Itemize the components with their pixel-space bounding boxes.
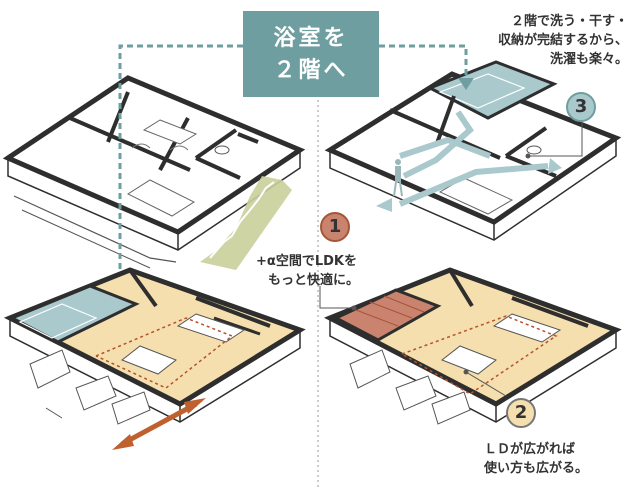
title-box: 浴室を ２階へ (243, 11, 379, 97)
callout-3-line-3: 洗濯も楽々。 (549, 52, 628, 67)
bath-connector-left (118, 44, 243, 308)
bath-connector-arrowhead (458, 78, 474, 90)
callout-3-line-2: 収納が完結するから、 (497, 33, 628, 48)
callout-3-leader-dot (525, 153, 531, 159)
right-ground-floor (324, 267, 622, 425)
callout-3-badge: 3 (566, 92, 596, 122)
title-line-2: ２階へ (273, 58, 349, 83)
callout-2-leader (465, 371, 507, 397)
callout-3-line-1: ２階で洗う・干す・ (510, 14, 628, 29)
callout-1-leader-dot (351, 305, 357, 311)
callout-1-text: +α空間でLDKを もっと快適に。 (256, 252, 359, 290)
callout-1-line-2: もっと快適に。 (268, 273, 360, 288)
callout-3-text: ２階で洗う・干す・ 収納が完結するから、 洗濯も楽々。 (498, 12, 628, 69)
left-ground-floor (3, 267, 306, 425)
right-upper-floor (324, 60, 622, 241)
callout-1-line-1: +α空間でLDKを (256, 254, 357, 269)
ld-width-arrow (112, 398, 206, 450)
callout-2-badge: 2 (506, 398, 536, 428)
callout-2-leader-dot (463, 369, 469, 375)
callout-2-line-2: 使い方も広がる。 (484, 461, 589, 476)
callout-2-line-1: ＬＤが広がれば (484, 442, 576, 457)
callout-1-badge: 1 (320, 212, 350, 242)
stair-arrow (200, 176, 292, 270)
callout-1-leader (319, 286, 354, 309)
bath-connector-right (379, 44, 468, 82)
left-upper-floor (2, 75, 306, 269)
callout-2-text: ＬＤが広がれば 使い方も広がる。 (484, 440, 588, 478)
callout-3-leader (528, 120, 583, 157)
title-line-1: 浴室を (273, 26, 349, 51)
